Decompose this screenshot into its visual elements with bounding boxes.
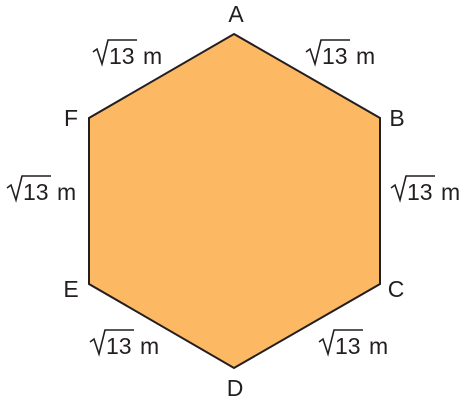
side-unit: m <box>57 179 76 205</box>
vertex-label-b: B <box>389 105 404 131</box>
radical-sign <box>89 329 134 357</box>
radical-sign <box>6 175 51 203</box>
side-unit: m <box>140 333 159 359</box>
side-radicand: 13 <box>335 333 361 359</box>
radical-sign <box>390 175 435 203</box>
side-radicand: 13 <box>407 179 433 205</box>
side-label-cd: 13 m <box>318 329 388 359</box>
side-unit: m <box>143 43 162 69</box>
side-radicand: 13 <box>109 43 135 69</box>
side-label-fa: 13 m <box>92 39 162 69</box>
side-radicand: 13 <box>23 179 49 205</box>
side-unit: m <box>369 333 388 359</box>
side-label-bc: 13 m <box>390 175 460 205</box>
radical-sign <box>92 39 137 67</box>
radical-sign <box>318 329 363 357</box>
vertex-label-f: F <box>64 105 78 131</box>
vertex-label-e: E <box>63 276 78 302</box>
side-label-de: 13 m <box>89 329 159 359</box>
radical-sign <box>305 39 350 67</box>
side-label-ef: 13 m <box>6 175 76 205</box>
hexagon-shape <box>88 32 381 370</box>
side-radicand: 13 <box>322 43 348 69</box>
side-radicand: 13 <box>106 333 132 359</box>
vertex-label-d: D <box>227 375 244 401</box>
side-label-ab: 13 m <box>305 39 375 69</box>
vertex-label-c: C <box>388 276 405 302</box>
side-unit: m <box>356 43 375 69</box>
side-unit: m <box>441 179 460 205</box>
vertex-label-a: A <box>228 1 244 27</box>
